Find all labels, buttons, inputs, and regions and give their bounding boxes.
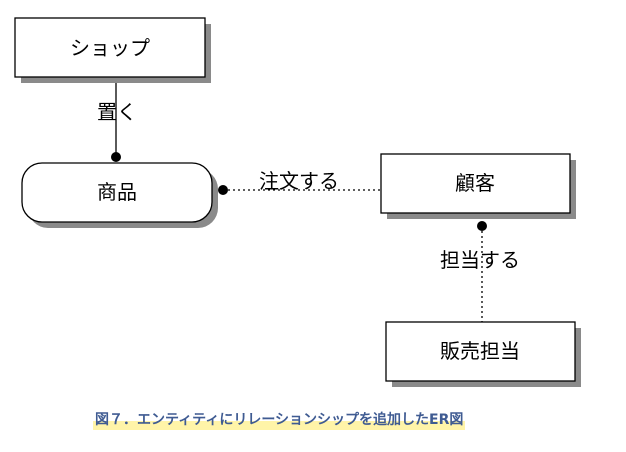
- entity-product: 商品: [21, 162, 218, 228]
- cardinality-dot-handle: [477, 221, 487, 231]
- relationship-label-place: 置く: [97, 100, 137, 124]
- entity-customer-label: 顧客: [455, 171, 495, 195]
- relationship-label-handle: 担当する: [440, 248, 520, 272]
- cardinality-dot-order: [218, 185, 228, 195]
- entity-product-label: 商品: [97, 180, 137, 204]
- cardinality-dot-place: [111, 152, 121, 162]
- entity-sales-rep-label: 販売担当: [440, 339, 520, 363]
- entity-shop-label: ショップ: [70, 36, 150, 60]
- entity-customer: 顧客: [380, 153, 576, 219]
- relationship-label-order: 注文する: [259, 169, 339, 193]
- entity-shop: ショップ: [14, 17, 211, 83]
- entity-sales-rep: 販売担当: [385, 321, 581, 387]
- figure-caption: 図７．エンティティにリレーションシップを追加したER図: [93, 410, 466, 430]
